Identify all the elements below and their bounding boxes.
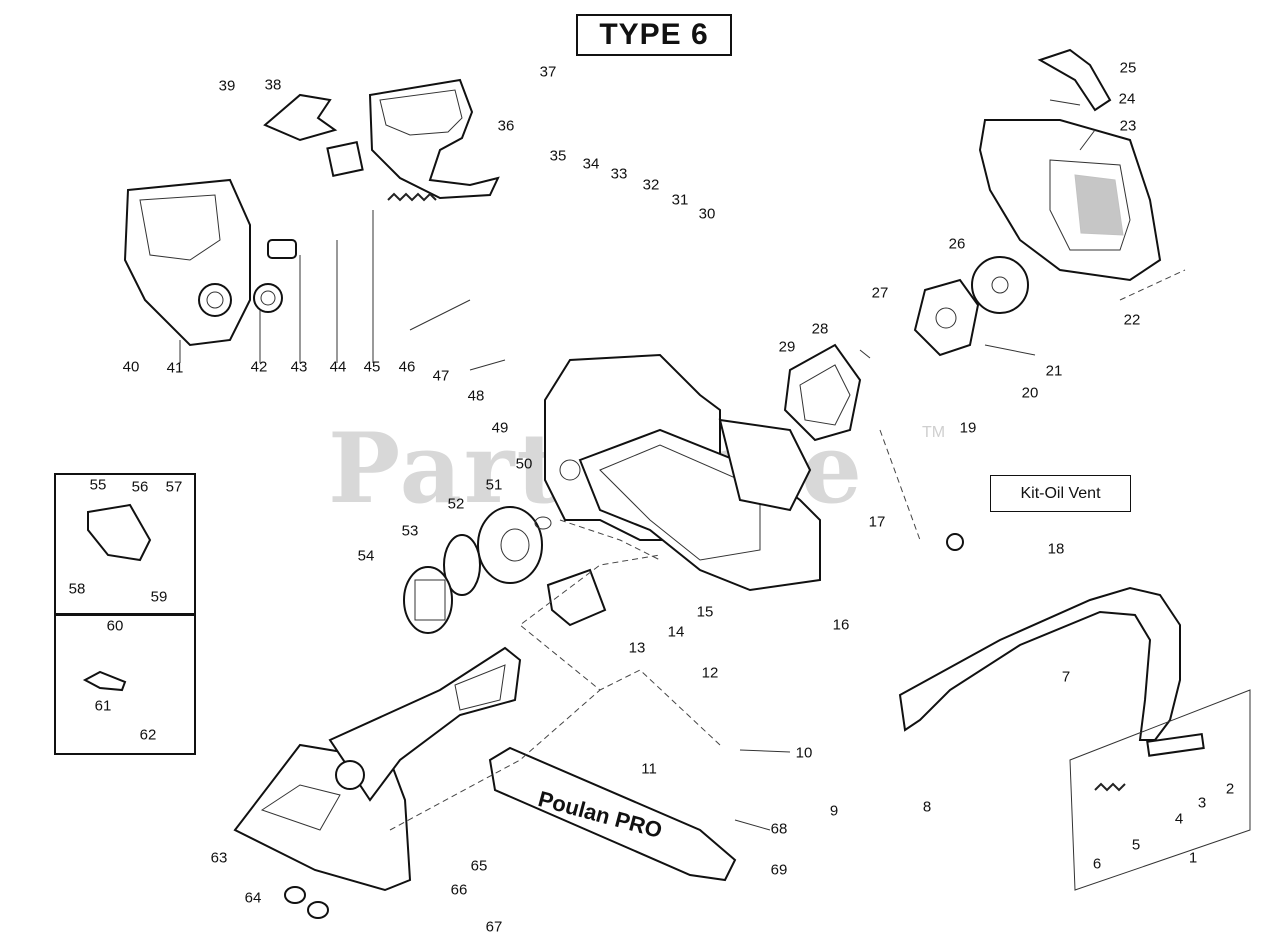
callout-31: 31 — [671, 191, 689, 209]
callout-10: 10 — [795, 744, 813, 762]
callout-8: 8 — [922, 798, 932, 816]
diagram-title: TYPE 6 — [576, 14, 732, 56]
callout-40: 40 — [122, 358, 140, 376]
callout-66: 66 — [450, 881, 468, 899]
callout-16: 16 — [832, 616, 850, 634]
inset-pump — [87, 503, 152, 562]
dashed-guides — [389, 269, 1186, 831]
callout-33: 33 — [610, 165, 628, 183]
callout-2: 2 — [1225, 780, 1235, 798]
crankcase — [544, 353, 821, 592]
callout-30: 30 — [698, 205, 716, 223]
callout-24: 24 — [1118, 90, 1136, 108]
callout-68: 68 — [770, 820, 788, 838]
pulley-26 — [971, 256, 1029, 314]
callout-65: 65 — [470, 857, 488, 875]
callout-44: 44 — [329, 358, 347, 376]
callout-58: 58 — [68, 580, 86, 598]
bracket-outline — [1069, 689, 1251, 891]
guide-bar — [488, 746, 737, 882]
callout-17: 17 — [868, 513, 886, 531]
callout-37: 37 — [539, 63, 557, 81]
callout-19: 19 — [959, 419, 977, 437]
callout-41: 41 — [166, 359, 184, 377]
callout-35: 35 — [549, 147, 567, 165]
callout-7: 7 — [1061, 668, 1071, 686]
callout-54: 54 — [357, 547, 375, 565]
callout-61: 61 — [94, 697, 112, 715]
callout-52: 52 — [447, 495, 465, 513]
callout-21: 21 — [1045, 362, 1063, 380]
callout-5: 5 — [1131, 836, 1141, 854]
callout-39: 39 — [218, 77, 236, 95]
clutch-cover-13 — [546, 568, 607, 627]
callout-63: 63 — [210, 849, 228, 867]
callout-1: 1 — [1188, 849, 1198, 867]
callout-46: 46 — [398, 358, 416, 376]
callout-13: 13 — [628, 639, 646, 657]
callout-51: 51 — [485, 476, 503, 494]
callout-6: 6 — [1092, 855, 1102, 873]
springs — [253, 192, 437, 313]
front-handle — [898, 586, 1181, 741]
inset-line — [82, 670, 127, 692]
callout-67: 67 — [485, 918, 503, 936]
callout-28: 28 — [811, 320, 829, 338]
callout-62: 62 — [139, 726, 157, 744]
watermark-trademark: TM — [922, 424, 946, 441]
side-cover — [233, 646, 522, 919]
clutch-parts — [403, 506, 552, 634]
flywheel — [783, 343, 862, 442]
callout-57: 57 — [165, 478, 183, 496]
callout-22: 22 — [1123, 311, 1141, 329]
callout-36: 36 — [497, 117, 515, 135]
callout-14: 14 — [667, 623, 685, 641]
callout-18: 18 — [1047, 540, 1065, 558]
callout-32: 32 — [642, 176, 660, 194]
leader-lines — [179, 99, 1096, 831]
left-housing — [123, 178, 251, 347]
callout-59: 59 — [150, 588, 168, 606]
callout-45: 45 — [363, 358, 381, 376]
callout-11: 11 — [641, 760, 657, 778]
callout-12: 12 — [701, 664, 719, 682]
kit-label: Kit-Oil Vent — [990, 475, 1131, 512]
callout-9: 9 — [829, 802, 839, 820]
callout-20: 20 — [1021, 384, 1039, 402]
rewind-21 — [913, 278, 980, 357]
starter-housing — [978, 119, 1162, 282]
callout-27: 27 — [871, 284, 889, 302]
callout-60: 60 — [106, 617, 124, 635]
callout-50: 50 — [515, 455, 533, 473]
callout-47: 47 — [432, 367, 450, 385]
callout-64: 64 — [244, 889, 262, 907]
callout-25: 25 — [1119, 59, 1137, 77]
callout-48: 48 — [467, 387, 485, 405]
callout-23: 23 — [1119, 117, 1137, 135]
rear-handle-assembly — [263, 78, 500, 200]
callout-15: 15 — [696, 603, 714, 621]
callout-29: 29 — [778, 338, 796, 356]
callout-56: 56 — [131, 478, 149, 496]
oil-cap — [946, 533, 964, 551]
callout-26: 26 — [948, 235, 966, 253]
callout-43: 43 — [290, 358, 308, 376]
callout-42: 42 — [250, 358, 268, 376]
callout-69: 69 — [770, 861, 788, 879]
callout-55: 55 — [89, 476, 107, 494]
callout-3: 3 — [1197, 794, 1207, 812]
starter-grip — [1037, 48, 1112, 112]
callout-34: 34 — [582, 155, 600, 173]
callout-49: 49 — [491, 419, 509, 437]
inset-oil-line-box — [54, 614, 196, 755]
callout-4: 4 — [1174, 810, 1184, 828]
callout-53: 53 — [401, 522, 419, 540]
callout-38: 38 — [264, 76, 282, 94]
